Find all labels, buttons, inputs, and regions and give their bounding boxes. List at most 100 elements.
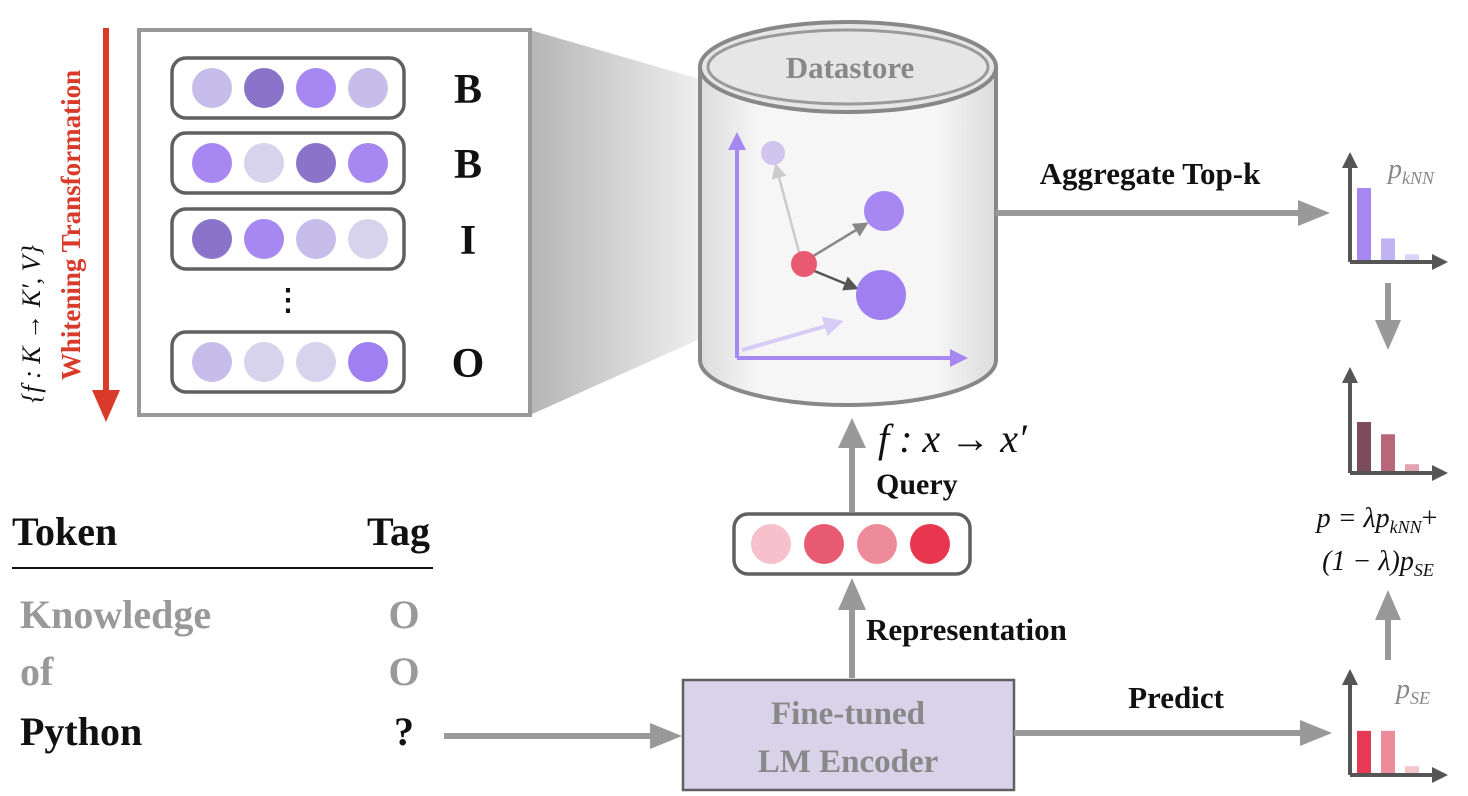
dist-bar — [1405, 254, 1419, 260]
dist-combined-chart — [1342, 367, 1448, 481]
dist-bar — [1381, 730, 1395, 773]
dist-se-chart — [1342, 669, 1448, 783]
cf-eq: = λ — [1331, 503, 1376, 534]
table-header-token: Token — [12, 509, 117, 554]
matrix-dot — [244, 342, 284, 382]
aggregate-label: Aggregate Top-k — [1040, 156, 1262, 191]
matrix-row: I — [170, 207, 476, 271]
knn-to-combined-arrow — [1375, 283, 1401, 350]
representation-label: Representation — [866, 612, 1067, 647]
se-to-combined-arrow — [1375, 590, 1401, 660]
dist-x-arrowhead — [1432, 254, 1448, 270]
matrix-dot — [244, 219, 284, 259]
dist-se-sub: SE — [1410, 688, 1430, 708]
dist-knn-sub: kNN — [1402, 168, 1435, 188]
cf-sub-se: SE — [1414, 560, 1434, 580]
matrix-dot — [244, 68, 284, 108]
dist-bar — [1357, 730, 1371, 773]
matrix-row-box — [170, 131, 406, 195]
whitening-formula: {f : K → K′, V} — [17, 244, 46, 403]
table-cell-tag: O — [388, 649, 419, 694]
matrix-dot — [244, 143, 284, 183]
predict-label: Predict — [1128, 680, 1225, 715]
query-label: Query — [876, 468, 958, 501]
query-dot — [857, 524, 897, 564]
table-cell-token: of — [20, 649, 54, 694]
whitening-arrow — [92, 28, 120, 422]
dist-x-arrowhead — [1432, 767, 1448, 783]
table-row: Python? — [20, 709, 414, 754]
matrix-row-tag: I — [460, 218, 476, 264]
neighbor-near — [856, 270, 906, 320]
cf-sub-knn: kNN — [1390, 517, 1423, 537]
query-vector-box — [732, 512, 972, 576]
matrix-ellipsis: ⋮ — [273, 284, 303, 317]
matrix-dot — [296, 68, 336, 108]
query-arrow — [838, 418, 866, 512]
matrix-row: O — [170, 330, 485, 394]
table-cell-token: Knowledge — [20, 592, 211, 637]
dist-bar — [1357, 422, 1371, 471]
datastore-label: Datastore — [786, 50, 915, 85]
dist-bar — [1357, 188, 1371, 260]
dist-y-arrowhead — [1342, 367, 1358, 383]
predict-arrow — [1014, 720, 1332, 746]
dist-bar — [1405, 766, 1419, 773]
matrix-dot — [348, 219, 388, 259]
dist-knn-chart — [1342, 152, 1448, 270]
cf-p2: p — [1374, 503, 1390, 534]
cf-pre: (1 − λ) — [1322, 546, 1400, 577]
representation-arrow — [838, 578, 866, 678]
matrix-row-tag: B — [454, 67, 482, 113]
projection-fan — [530, 30, 720, 415]
dist-bar — [1381, 434, 1395, 471]
embedding-space — [728, 132, 968, 367]
table-cell-token: Python — [20, 709, 142, 754]
table-row: of O — [20, 649, 420, 694]
dist-bar — [1381, 238, 1395, 260]
dist-bar — [1405, 464, 1419, 471]
cf-p3: p — [1398, 546, 1414, 577]
dist-x-arrowhead — [1432, 465, 1448, 481]
query-dot — [804, 524, 844, 564]
dist-y-arrowhead — [1342, 669, 1358, 685]
encoder-line2: LM Encoder — [758, 744, 939, 780]
query-point — [791, 251, 817, 277]
combined-formula-line2: (1 − λ)pSE — [1322, 546, 1434, 580]
table-cell-tag: ? — [394, 709, 414, 754]
matrix-dot — [348, 143, 388, 183]
matrix-row: B — [170, 131, 482, 195]
query-dot — [751, 524, 791, 564]
matrix-dot — [296, 143, 336, 183]
encoder-box — [681, 678, 1016, 792]
matrix-row-box — [170, 330, 406, 394]
matrix-dot — [296, 342, 336, 382]
matrix-dot — [348, 68, 388, 108]
encoder-line1: Fine-tuned — [771, 696, 925, 732]
cf-p: p — [1315, 503, 1331, 534]
whitening-title: Whitening Transformation — [56, 70, 86, 380]
query-dot — [910, 524, 950, 564]
matrix-row-tag: O — [452, 341, 485, 387]
table-row: Knowledge O — [20, 592, 420, 637]
matrix-dot — [192, 143, 232, 183]
matrix-row-box — [170, 207, 406, 271]
matrix-dot — [348, 342, 388, 382]
dist-knn-label: pkNN — [1386, 154, 1435, 188]
matrix-dot — [192, 219, 232, 259]
dist-knn-p: p — [1386, 154, 1402, 185]
matrix-row: B — [170, 56, 482, 120]
query-vector-dots — [751, 524, 950, 564]
matrix-dot — [192, 342, 232, 382]
matrix-row-tag: B — [454, 142, 482, 188]
dist-se-label: pSE — [1394, 674, 1430, 708]
input-arrow — [444, 723, 682, 749]
matrix-row-box — [170, 56, 406, 120]
table-header-tag: Tag — [367, 509, 430, 554]
matrix-dot — [296, 219, 336, 259]
table-cell-tag: O — [388, 592, 419, 637]
combined-formula-line1: p = λpkNN+ — [1315, 503, 1438, 537]
